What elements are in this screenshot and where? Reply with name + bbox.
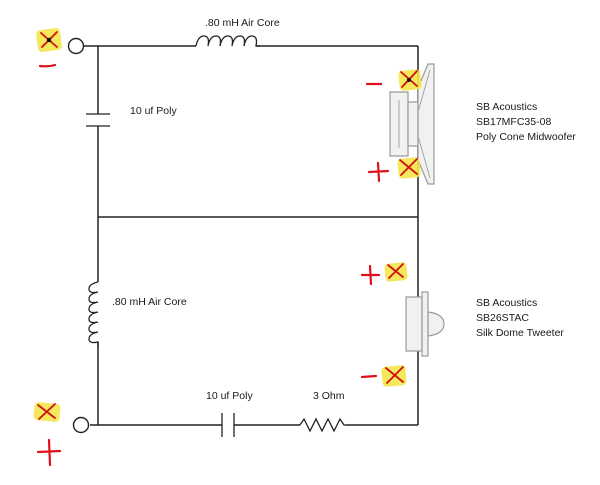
tweeter-label-line1: SB Acoustics	[476, 297, 537, 309]
tweeter-driver	[405, 291, 445, 357]
polarity-mark-input-positive	[33, 402, 62, 467]
lower-capacitor-label: 10 uf Poly	[206, 390, 253, 402]
lower-capacitor	[221, 413, 235, 437]
input-terminal-positive	[72, 416, 90, 434]
top-inductor-label: .80 mH Air Core	[205, 17, 280, 29]
top-capacitor	[86, 113, 110, 127]
polarity-mark-tweeter-negative	[360, 365, 407, 387]
midwoofer-label-line1: SB Acoustics	[476, 101, 537, 113]
tweeter-label-line3: Silk Dome Tweeter	[476, 327, 564, 339]
polarity-mark-midwoofer-positive	[367, 157, 421, 183]
wiring	[84, 45, 419, 426]
midwoofer-label-line2: SB17MFC35-08	[476, 116, 551, 128]
top-inductor-coil	[195, 35, 260, 47]
polarity-mark-midwoofer-negative	[365, 69, 422, 91]
midwoofer-label-line3: Poly Cone Midwoofer	[476, 131, 576, 143]
polarity-mark-tweeter-positive	[360, 262, 408, 286]
input-terminal-negative	[67, 37, 85, 55]
lower-inductor-coil	[88, 281, 99, 347]
resistor-label: 3 Ohm	[313, 390, 345, 402]
tweeter-label-line2: SB26STAC	[476, 312, 529, 324]
resistor-zigzag	[299, 417, 346, 433]
polarity-mark-input-negative	[36, 27, 62, 68]
lower-inductor-label: .80 mH Air Core	[112, 296, 187, 308]
top-capacitor-label: 10 uf Poly	[130, 105, 177, 117]
